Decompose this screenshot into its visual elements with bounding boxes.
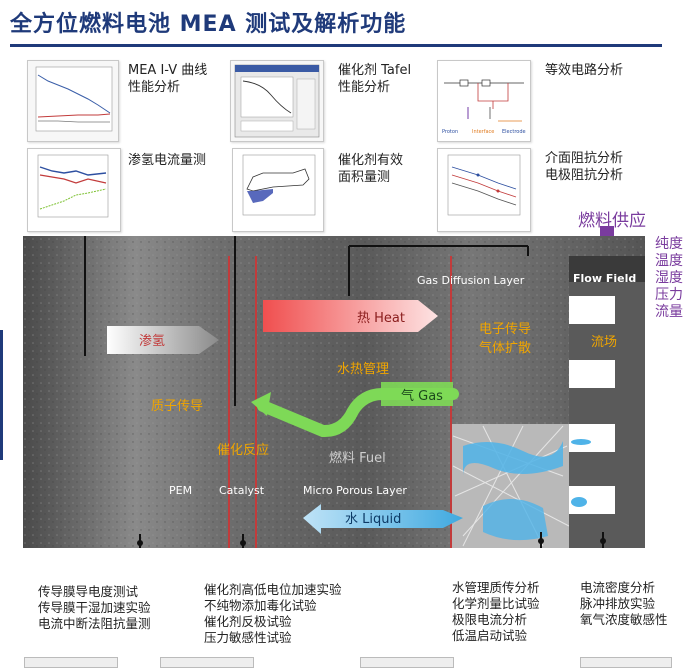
crossover-scene-label: 渗氢	[139, 334, 165, 349]
ecsa-thumbnail	[232, 148, 324, 232]
ecsa-label-line2: 面积量测	[338, 170, 391, 185]
tafel-window-icon	[234, 64, 320, 138]
supply-parameters: 纯度 温度 湿度 压力 流量	[655, 236, 683, 321]
supply-item-purity: 纯度	[655, 236, 683, 252]
fuel-supply-title: 燃料供应	[578, 211, 646, 231]
water-heat-label: 水热管理	[337, 362, 389, 377]
iv-curve-plot-icon	[35, 66, 113, 132]
mpl-label: Micro Porous Layer	[303, 484, 407, 497]
crossover-label: 渗氢电流量测	[128, 152, 206, 169]
svg-text:Interface: Interface	[472, 129, 494, 135]
mea-cross-section: Gas Diffusion Layer Flow Field 热 Heat 渗氢…	[23, 236, 645, 548]
crossover-label-line1: 渗氢电流量测	[128, 153, 207, 168]
iv-label-line2: 性能分析	[128, 80, 181, 95]
cropped-thumbnail-3	[360, 657, 454, 668]
electron-label: 电子传导	[479, 322, 531, 337]
iv-label-line1: MEA I-V 曲线	[128, 63, 208, 78]
svg-text:Proton: Proton	[442, 129, 458, 135]
membrane-test-3: 电流中断法阻抗量测	[38, 616, 151, 631]
water-test-4: 低温启动试验	[452, 628, 528, 643]
hydrogen-crossover-thumbnail	[27, 148, 121, 232]
flow-field-label: Flow Field	[573, 272, 636, 285]
liquid-label: 水 Liquid	[345, 512, 401, 527]
catalyst-label: Catalyst	[219, 484, 265, 497]
supply-item-flow: 流量	[655, 304, 683, 320]
water-test-3: 极限电流分析	[452, 612, 528, 627]
catalyst-test-1: 催化剂高低电位加速实验	[204, 582, 342, 597]
flow-test-2: 脉冲排放实验	[580, 596, 656, 611]
impedance-thumbnail	[437, 148, 531, 232]
flow-cn-label: 流场	[591, 335, 617, 350]
catalyst-test-3: 催化剂反极试验	[204, 614, 292, 629]
membrane-test-1: 传导膜导电度测试	[38, 584, 139, 599]
flow-test-3: 氧气浓度敏感性	[580, 612, 668, 627]
catalyst-reaction-label: 催化反应	[217, 442, 269, 458]
pem-label: PEM	[169, 484, 192, 497]
impedance-chart-icon	[447, 154, 521, 216]
membrane-test-2: 传导膜干湿加速实验	[38, 600, 151, 615]
iv-label: MEA I-V 曲线 性能分析	[128, 62, 207, 96]
heat-label: 热 Heat	[357, 311, 405, 326]
ecsa-label-line1: 催化剂有效	[338, 153, 404, 168]
cropped-thumbnail-1	[24, 657, 118, 668]
ecsa-label: 催化剂有效 面积量测	[338, 152, 403, 186]
circuit-diagram-icon: Proton Interface Electrode	[442, 79, 526, 135]
tafel-thumbnail	[230, 60, 324, 142]
tafel-label-line1: 催化剂 Tafel	[338, 63, 412, 78]
gas-diffusion-label: 气体扩散	[479, 340, 531, 356]
tafel-label-line2: 性能分析	[338, 80, 391, 95]
membrane-tests: 传导膜导电度测试 传导膜干湿加速实验 电流中断法阻抗量测	[38, 584, 151, 632]
catalyst-tests: 催化剂高低电位加速实验 不纯物添加毒化试验 催化剂反极试验 压力敏感性试验	[204, 582, 342, 646]
page-title: 全方位燃料电池 MEA 测试及解析功能	[10, 12, 407, 37]
impedance-label-line2: 电极阻抗分析	[545, 168, 624, 183]
cropped-thumbnail-2	[160, 657, 254, 668]
gdl-label: Gas Diffusion Layer	[417, 274, 525, 287]
cv-curve-icon	[242, 154, 316, 216]
gas-label: 气 Gas	[401, 388, 443, 404]
circuit-thumbnail: Proton Interface Electrode	[437, 60, 531, 142]
water-tests: 水管理质传分析 化学剂量比试验 极限电流分析 低温启动试验	[452, 580, 540, 644]
supply-item-humidity: 湿度	[655, 270, 683, 286]
impedance-label-line1: 介面阻抗分析	[545, 151, 624, 166]
catalyst-test-4: 压力敏感性试验	[204, 630, 292, 645]
svg-text:Electrode: Electrode	[502, 129, 526, 135]
iv-curve-thumbnail	[27, 60, 119, 142]
crossover-chart-icon	[37, 154, 109, 218]
flow-tests: 电流密度分析 脉冲排放实验 氧气浓度敏感性	[580, 580, 668, 628]
title-divider	[10, 44, 662, 47]
circuit-label-line1: 等效电路分析	[545, 63, 624, 78]
impedance-label: 介面阻抗分析 电极阻抗分析	[545, 150, 623, 184]
cropped-thumbnail-4	[580, 657, 672, 668]
tafel-label: 催化剂 Tafel 性能分析	[338, 62, 411, 96]
left-accent-bar	[0, 330, 3, 460]
circuit-label: 等效电路分析	[545, 62, 623, 79]
fuel-label: 燃料 Fuel	[329, 450, 386, 466]
water-test-1: 水管理质传分析	[452, 580, 540, 595]
catalyst-test-2: 不纯物添加毒化试验	[204, 598, 317, 613]
supply-item-temperature: 温度	[655, 253, 683, 269]
water-test-2: 化学剂量比试验	[452, 596, 540, 611]
supply-item-pressure: 压力	[655, 287, 683, 303]
flow-test-1: 电流密度分析	[580, 580, 656, 595]
proton-label: 质子传导	[151, 399, 203, 414]
